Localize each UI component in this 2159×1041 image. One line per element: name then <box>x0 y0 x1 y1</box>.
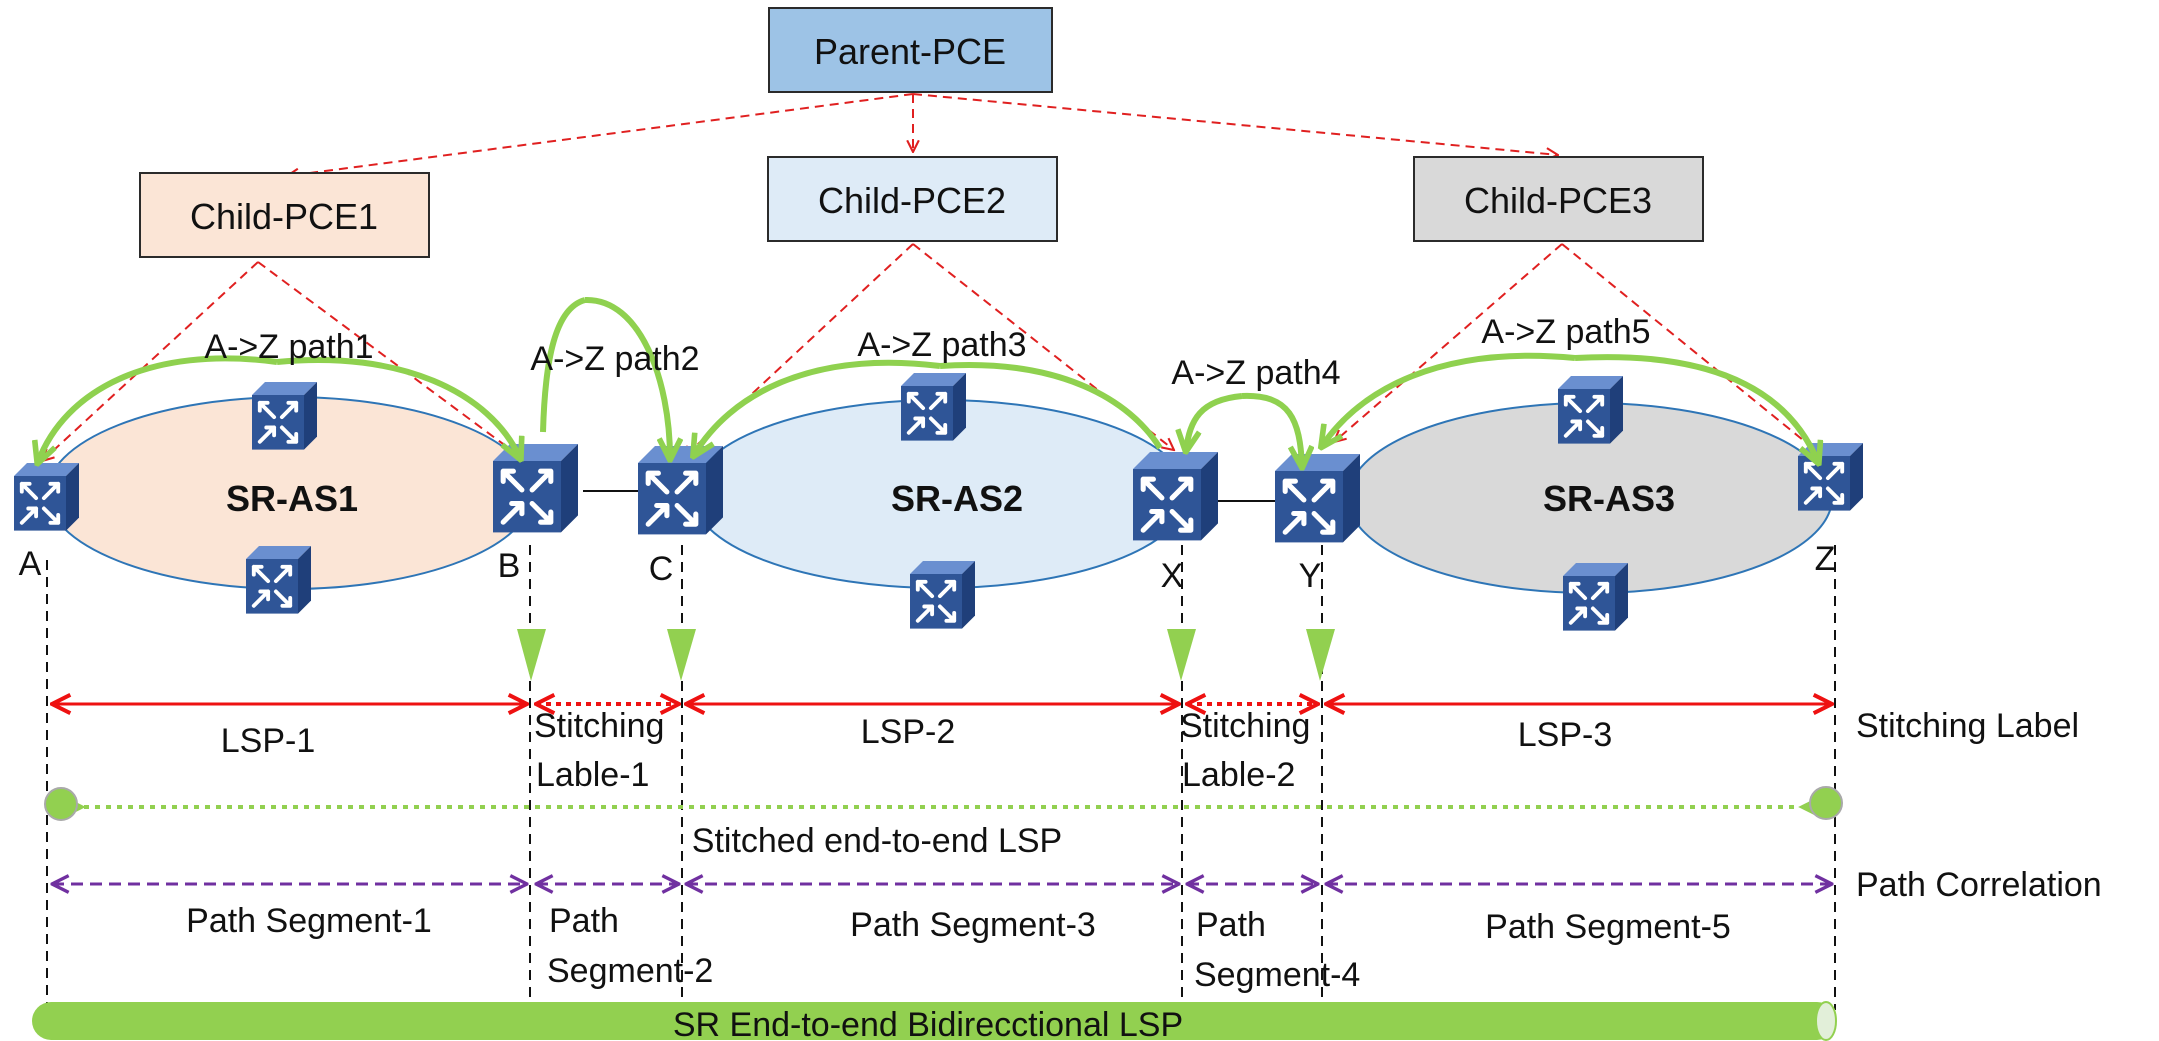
stitch-marker-b <box>517 629 546 681</box>
stitched-e2e-end-dot <box>1809 786 1843 820</box>
parent-pce-box: Parent-PCE <box>768 7 1053 93</box>
path5-arc-right <box>1574 354 1818 462</box>
path1-arc-right <box>276 356 520 458</box>
path-segment3-label: Path Segment-3 <box>850 906 1096 944</box>
child1-to-node-a-link <box>42 261 259 461</box>
router-as2-internal-top-icon <box>899 371 968 443</box>
router-as3-internal-bottom-icon <box>1561 561 1630 633</box>
parent-pce-label: Parent-PCE <box>814 31 1006 72</box>
router-node-c-icon <box>638 446 723 534</box>
sr-as3-label: SR-AS3 <box>1543 478 1675 519</box>
parent-to-child1-link <box>287 93 914 176</box>
a-z-path-arcs <box>38 296 1818 466</box>
router-node-x-icon <box>1133 452 1218 540</box>
router-node-z-icon <box>1796 441 1865 513</box>
path4-arc-right <box>1241 392 1302 466</box>
parent-to-child3-link <box>912 93 1558 155</box>
path-segment2-label-line2: Segment-2 <box>547 952 713 990</box>
path1-label: A->Z path1 <box>204 328 373 366</box>
e2e-bidirectional-lsp-tube <box>32 1002 1836 1040</box>
path2-arc-left <box>540 297 587 433</box>
sr-as2-label: SR-AS2 <box>891 478 1023 519</box>
path2-arc-right <box>584 296 670 458</box>
legend-path-correlation: Path Correlation <box>1856 866 2102 904</box>
child3-to-node-z-link <box>1561 243 1830 462</box>
path-segment4-label-line2: Segment-4 <box>1194 956 1360 994</box>
e2e-bidirectional-lsp-tube-end <box>1815 1001 1837 1041</box>
router-node-y-icon <box>1275 454 1360 542</box>
path4-label: A->Z path4 <box>1171 354 1340 392</box>
child-pce1-box: Child-PCE1 <box>139 172 430 258</box>
node-x-label: X <box>1161 557 1184 595</box>
lsp3-label: LSP-3 <box>1518 716 1613 754</box>
child-pce2-box: Child-PCE2 <box>767 156 1058 242</box>
node-c-label: C <box>649 550 674 588</box>
lsp2-label: LSP-2 <box>861 713 956 751</box>
child1-to-node-b-link <box>257 261 522 458</box>
child-pce2-label: Child-PCE2 <box>818 180 1006 221</box>
e2e-bidirectional-lsp-bar: SR End-to-end Bidirecctional LSP <box>32 1001 1837 1041</box>
router-node-b-icon <box>493 444 578 532</box>
router-as2-internal-bottom-icon <box>908 559 977 631</box>
node-guide-lines <box>46 545 1836 1010</box>
stitching-label1-line2: Lable-1 <box>536 756 649 794</box>
path1-arc-left <box>38 355 278 462</box>
router-as1-internal-bottom-icon <box>244 544 313 616</box>
path3-label: A->Z path3 <box>857 326 1026 364</box>
path4-arc-left <box>1186 393 1243 450</box>
stitched-e2e-start-dot <box>44 787 78 821</box>
path-segment5-label: Path Segment-5 <box>1485 908 1731 946</box>
router-as3-internal-top-icon <box>1556 374 1625 446</box>
node-a-label: A <box>19 545 42 583</box>
stitch-marker-y <box>1306 629 1335 681</box>
child3-to-node-y-link <box>1334 243 1563 442</box>
stitching-label2-line2: Lable-2 <box>1182 756 1295 794</box>
stitched-e2e-label: Stitched end-to-end LSP <box>692 822 1062 860</box>
child-pce1-label: Child-PCE1 <box>190 196 378 237</box>
node-b-label: B <box>498 547 521 585</box>
child-pce3-label: Child-PCE3 <box>1464 180 1652 221</box>
stitching-label-markers <box>517 629 1335 681</box>
path5-arc-left <box>1322 352 1576 446</box>
lsp1-label: LSP-1 <box>221 722 316 760</box>
stitch-marker-x <box>1167 629 1196 681</box>
path-segment1-label: Path Segment-1 <box>186 902 432 940</box>
path-segment4-label-line1: Path <box>1196 906 1266 944</box>
router-node-a-icon <box>12 461 81 533</box>
path3-arc-right <box>939 362 1163 450</box>
path-segment2-label-line1: Path <box>549 902 619 940</box>
path2-label: A->Z path2 <box>530 340 699 378</box>
node-z-label: Z <box>1815 540 1836 578</box>
path3-arc-left <box>694 359 941 455</box>
sr-as1-label: SR-AS1 <box>226 478 358 519</box>
stitching-label2-line1: Stitching <box>1180 707 1310 745</box>
child-pce3-box: Child-PCE3 <box>1413 156 1704 242</box>
pce-hierarchy: Parent-PCE Child-PCE1 Child-PCE2 Child-P… <box>42 7 1830 462</box>
path5-label: A->Z path5 <box>1481 313 1650 351</box>
router-as1-internal-top-icon <box>250 380 319 452</box>
e2e-bidirectional-lsp-label: SR End-to-end Bidirecctional LSP <box>673 1006 1183 1041</box>
legend-stitching-label: Stitching Label <box>1856 707 2079 745</box>
stitching-label1-line1: Stitching <box>534 707 664 745</box>
stitched-e2e-lsp <box>44 786 1843 821</box>
node-y-label: Y <box>1299 557 1322 595</box>
stitch-marker-c <box>667 629 696 681</box>
